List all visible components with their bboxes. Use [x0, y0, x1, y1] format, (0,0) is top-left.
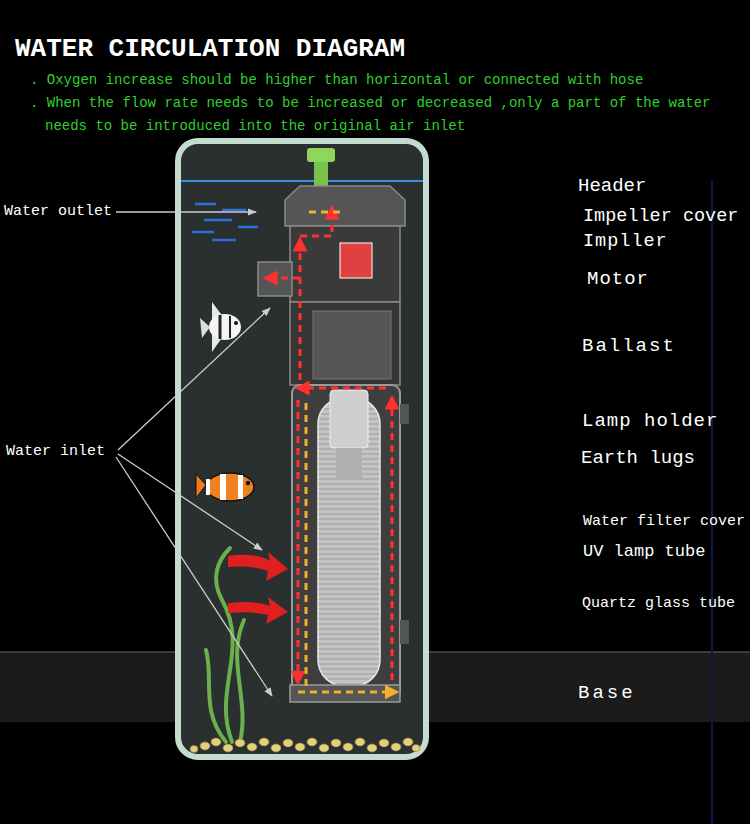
- tank: [178, 141, 426, 757]
- ripples: [192, 204, 258, 240]
- inlet-arrow: [228, 552, 288, 624]
- filter-unit: [258, 148, 409, 702]
- part-label: Lamp holder: [582, 410, 718, 433]
- note: . When the flow rate needs to be increas…: [30, 92, 746, 138]
- part-label: Header: [578, 175, 646, 198]
- part-label: Water outlet: [4, 203, 112, 221]
- leader-line: [348, 186, 576, 692]
- water-surface: [181, 180, 423, 182]
- part-label: Base: [578, 682, 636, 705]
- part-label: Water inlet: [6, 443, 105, 461]
- title: WATER CIRCULATION DIAGRAM: [15, 34, 405, 65]
- angelfish: [200, 302, 241, 352]
- part-label: Impller: [583, 231, 668, 253]
- water-flow: [270, 212, 392, 692]
- part-label: Impeller cover: [583, 206, 738, 228]
- part-label: Water filter cover: [583, 513, 745, 531]
- part-label: Motor: [587, 268, 649, 291]
- note: . Oxygen increase should be higher than …: [30, 69, 746, 92]
- clownfish: [196, 473, 254, 501]
- part-label: Quartz glass tube: [582, 595, 735, 613]
- gravel: [190, 738, 420, 753]
- leader-line: [116, 212, 272, 696]
- part-label: UV lamp tube: [583, 542, 705, 562]
- part-label: Ballast: [582, 335, 676, 358]
- frame-line: [711, 180, 713, 824]
- part-label: Earth lugs: [581, 447, 695, 470]
